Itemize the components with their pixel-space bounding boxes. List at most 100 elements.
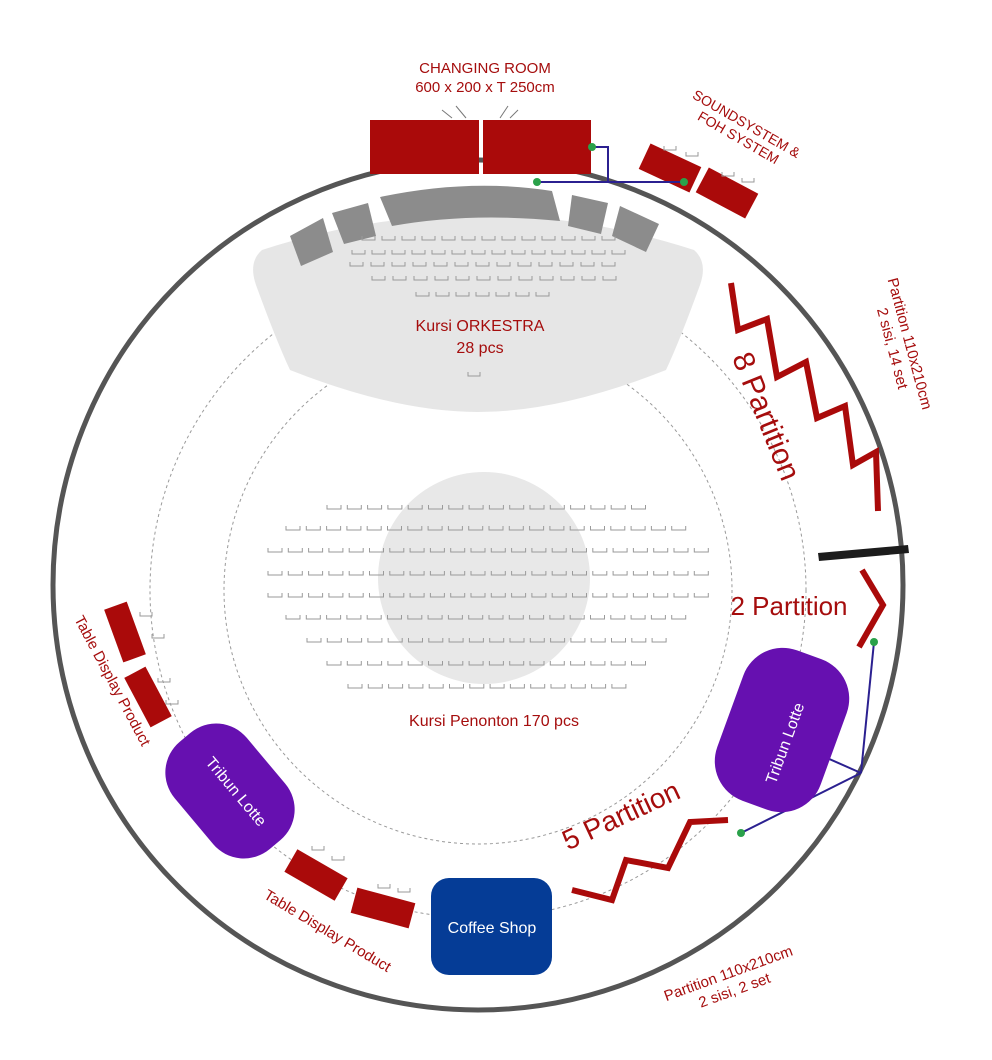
chair-icon [371,250,386,255]
chair-icon [530,684,546,689]
chair-icon [377,884,391,889]
chair-icon [326,615,342,620]
chair-icon [427,526,443,531]
table-display-left-2 [124,666,172,728]
chair-icon [428,684,444,689]
chair-icon [431,250,446,255]
chair-icon [346,661,362,666]
chair-icon [470,571,486,576]
chair-icon [531,571,547,576]
chair-icon [328,571,344,576]
chair-icon [551,548,567,553]
chair-icon [541,236,556,241]
chair-icon [427,615,443,620]
chair-icon [508,526,524,531]
chair-icon [306,638,322,643]
gray-block [568,195,608,234]
chair-icon [590,615,605,620]
chair-icon [454,262,469,267]
chair-icon [448,661,464,666]
chair-icon [165,700,179,705]
chair-icon [367,661,383,666]
chair-icon [551,571,567,576]
chair-icon [671,526,687,531]
chair-icon [447,615,463,620]
chair-icon [529,661,545,666]
chair-icon [569,526,585,531]
chair-icon [693,593,709,598]
chair-icon [491,250,506,255]
orchestra-label-line2: 28 pcs [456,340,503,357]
chair-icon [721,172,735,177]
chair-icon [455,276,470,281]
gray-block [380,185,560,226]
chair-icon [549,505,565,510]
chair-icon [529,615,545,620]
chair-icon [538,262,553,267]
chair-icon [685,152,699,157]
chair-icon [429,571,445,576]
chair-icon [470,548,486,553]
partition-2-label: 2 Partition [730,591,847,621]
chair-icon [501,236,516,241]
chair-icon [550,684,566,689]
chair-icon [560,276,575,281]
chair-icon [592,548,608,553]
chair-icon [741,178,755,183]
chair-icon [450,593,466,598]
chair-icon [346,505,362,510]
chair-icon [630,526,646,531]
chair-icon [412,262,427,267]
black-divider-bar [818,545,909,561]
chair-icon [475,292,490,297]
chair-icon [611,684,627,689]
chair-icon [581,236,596,241]
chair-icon [673,571,689,576]
chair-icon [475,262,490,267]
chair-icon [413,276,428,281]
chair-icon [409,571,425,576]
chair-icon [610,526,626,531]
chair-icon [632,548,648,553]
chair-icon [517,262,532,267]
chair-icon [531,593,547,598]
orchestra-label-line1: Kursi ORKESTRA [416,318,545,335]
chair-icon [580,262,595,267]
chair-icon [326,505,342,510]
chair-icon [369,571,384,576]
chair-icon [529,505,545,510]
chair-icon [451,250,466,255]
chair-icon [389,593,405,598]
chair-icon [267,548,283,553]
chair-icon [387,661,403,666]
chair-icon [489,638,505,643]
chair-icon [391,262,406,267]
table-display-bottom-1 [284,849,348,901]
chair-icon [348,571,364,576]
soundsystem-box-right [695,167,759,219]
chair-icon [632,593,648,598]
chair-icon [361,236,376,241]
chair-icon [467,372,481,377]
chair-icon [671,615,687,620]
chair-icon [397,888,411,893]
chair-icon [366,615,382,620]
chair-icon [651,638,667,643]
chair-icon [511,250,526,255]
partition-5-label: 5 Partition [557,775,684,856]
dashed-ring-outer [149,261,807,919]
chair-icon [450,548,466,553]
chair-icon [489,684,505,689]
chair-icon [693,548,709,553]
changing-room-label-line2: 600 x 200 x T 250cm [415,79,555,96]
chair-icon [509,684,525,689]
chair-icon [518,276,533,281]
chair-icon [287,548,303,553]
chair-icon [326,661,342,666]
chair-icon [326,526,342,531]
chair-icon [387,638,403,643]
chair-icon [663,146,677,151]
chair-icon [490,548,506,553]
chair-icon [328,548,344,553]
